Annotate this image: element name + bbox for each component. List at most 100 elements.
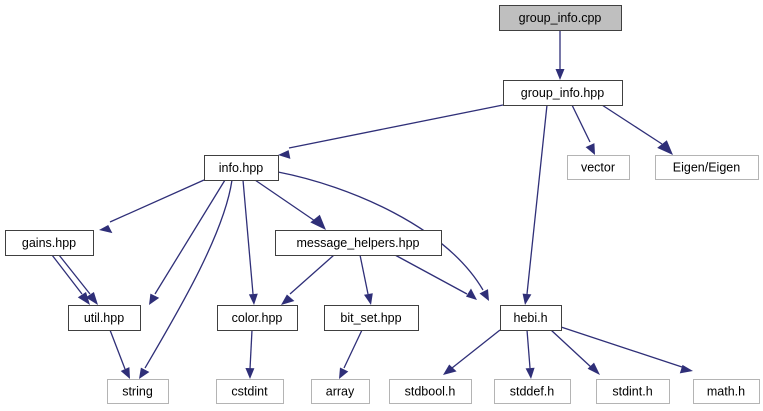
node-group_info_cpp[interactable]: group_info.cpp <box>499 5 622 31</box>
node-box[interactable] <box>5 230 94 256</box>
edge-util_hpp-to-string <box>109 329 130 379</box>
node-box[interactable] <box>500 305 562 331</box>
node-message_helpers_hpp[interactable]: message_helpers.hpp <box>275 230 442 256</box>
node-color_hpp[interactable]: color.hpp <box>217 305 298 331</box>
arrowhead-icon <box>149 293 160 305</box>
arrowhead-icon <box>364 293 373 305</box>
node-box[interactable] <box>655 155 759 180</box>
node-info_hpp[interactable]: info.hpp <box>204 155 279 181</box>
node-label: Eigen/Eigen <box>673 160 740 174</box>
node-stdbool_h[interactable]: stdbool.h <box>389 379 472 404</box>
edge-group_info_hpp-to-hebi_h <box>522 104 548 305</box>
arrowhead-icon <box>679 364 693 374</box>
node-box[interactable] <box>499 5 622 31</box>
node-string[interactable]: string <box>107 379 169 404</box>
arrowhead-icon <box>245 368 255 379</box>
node-group_info_hpp[interactable]: group_info.hpp <box>503 80 623 106</box>
node-box[interactable] <box>204 155 279 181</box>
node-label: array <box>326 384 355 398</box>
edge-color_hpp-to-cstdint <box>245 329 255 379</box>
arrowhead-icon <box>339 367 349 379</box>
arrowhead-icon <box>585 143 595 155</box>
edge-group_info_hpp-to-eigen_eigen <box>601 104 673 155</box>
arrowhead-icon <box>443 364 457 375</box>
edge-hebi_h-to-stdint_h <box>550 329 600 375</box>
node-box[interactable] <box>107 379 169 404</box>
node-label: math.h <box>707 384 745 398</box>
edge-message_helpers_hpp-to-color_hpp <box>281 254 335 305</box>
edge-info_hpp-to-color_hpp <box>242 179 258 305</box>
arrowhead-icon <box>555 69 565 80</box>
node-gains_hpp[interactable]: gains.hpp <box>5 230 94 256</box>
node-array[interactable]: array <box>311 379 370 404</box>
arrowhead-icon <box>281 294 295 305</box>
arrowhead-icon <box>248 293 258 305</box>
node-box[interactable] <box>503 80 623 106</box>
edge-line <box>359 254 369 295</box>
edge-info_hpp-to-string <box>139 179 233 379</box>
arrowhead-icon <box>99 225 113 234</box>
node-vector[interactable]: vector <box>567 155 630 180</box>
node-stddef_h[interactable]: stddef.h <box>494 379 571 404</box>
node-label: gains.hpp <box>22 236 76 250</box>
edge-line <box>249 329 253 370</box>
edge-group_info_hpp-to-vector <box>571 104 595 155</box>
node-label: info.hpp <box>219 161 264 175</box>
arrowhead-icon <box>522 293 532 305</box>
arrowhead-icon <box>278 150 291 159</box>
edge-line <box>58 254 91 295</box>
node-cstdint[interactable]: cstdint <box>216 379 284 404</box>
edge-line <box>109 329 126 370</box>
node-label: vector <box>581 160 615 174</box>
edge-hebi_h-to-math_h <box>560 326 693 374</box>
node-box[interactable] <box>68 305 141 331</box>
edge-line <box>601 104 663 145</box>
node-box[interactable] <box>275 230 442 256</box>
edge-line <box>550 329 593 369</box>
node-box[interactable] <box>216 379 284 404</box>
node-util_hpp[interactable]: util.hpp <box>68 305 141 331</box>
node-box[interactable] <box>389 379 472 404</box>
edge-line <box>242 179 254 295</box>
node-label: string <box>122 384 153 398</box>
node-stdint_h[interactable]: stdint.h <box>596 379 670 404</box>
edge-message_helpers_hpp-to-bit_set_hpp <box>359 254 373 305</box>
node-label: message_helpers.hpp <box>297 236 420 250</box>
node-box[interactable] <box>596 379 670 404</box>
node-eigen_eigen[interactable]: Eigen/Eigen <box>655 155 759 180</box>
edge-line <box>560 326 683 368</box>
node-hebi_h[interactable]: hebi.h <box>500 305 562 331</box>
edge-hebi_h-to-stddef_h <box>525 329 535 379</box>
node-label: group_info.cpp <box>519 11 602 25</box>
node-label: color.hpp <box>232 311 283 325</box>
node-box[interactable] <box>311 379 370 404</box>
edge-message_helpers_hpp-to-hebi_h <box>394 254 477 300</box>
edge-info_hpp-to-util_hpp <box>149 179 226 305</box>
edge-line <box>144 179 233 369</box>
node-label: cstdint <box>231 384 268 398</box>
node-bit_set_hpp[interactable]: bit_set.hpp <box>324 305 419 331</box>
node-box[interactable] <box>217 305 298 331</box>
node-label: stdbool.h <box>405 384 456 398</box>
arrowhead-icon <box>466 288 477 300</box>
edge-line <box>289 254 335 295</box>
node-math_h[interactable]: math.h <box>693 379 760 404</box>
arrowhead-icon <box>310 214 326 230</box>
edge-line <box>343 329 363 369</box>
node-box[interactable] <box>324 305 419 331</box>
edge-bit_set_hpp-to-array <box>339 329 363 379</box>
node-box[interactable] <box>567 155 630 180</box>
arrowhead-icon <box>479 289 489 301</box>
arrowhead-icon <box>525 367 535 379</box>
arrowhead-icon <box>85 292 98 305</box>
node-box[interactable] <box>693 379 760 404</box>
edge-line <box>526 329 531 369</box>
node-label: stdint.h <box>612 384 652 398</box>
edge-line <box>154 179 226 295</box>
edge-info_hpp-to-message_helpers_hpp <box>254 179 326 230</box>
node-box[interactable] <box>494 379 571 404</box>
edge-hebi_h-to-stdbool_h <box>443 329 501 375</box>
